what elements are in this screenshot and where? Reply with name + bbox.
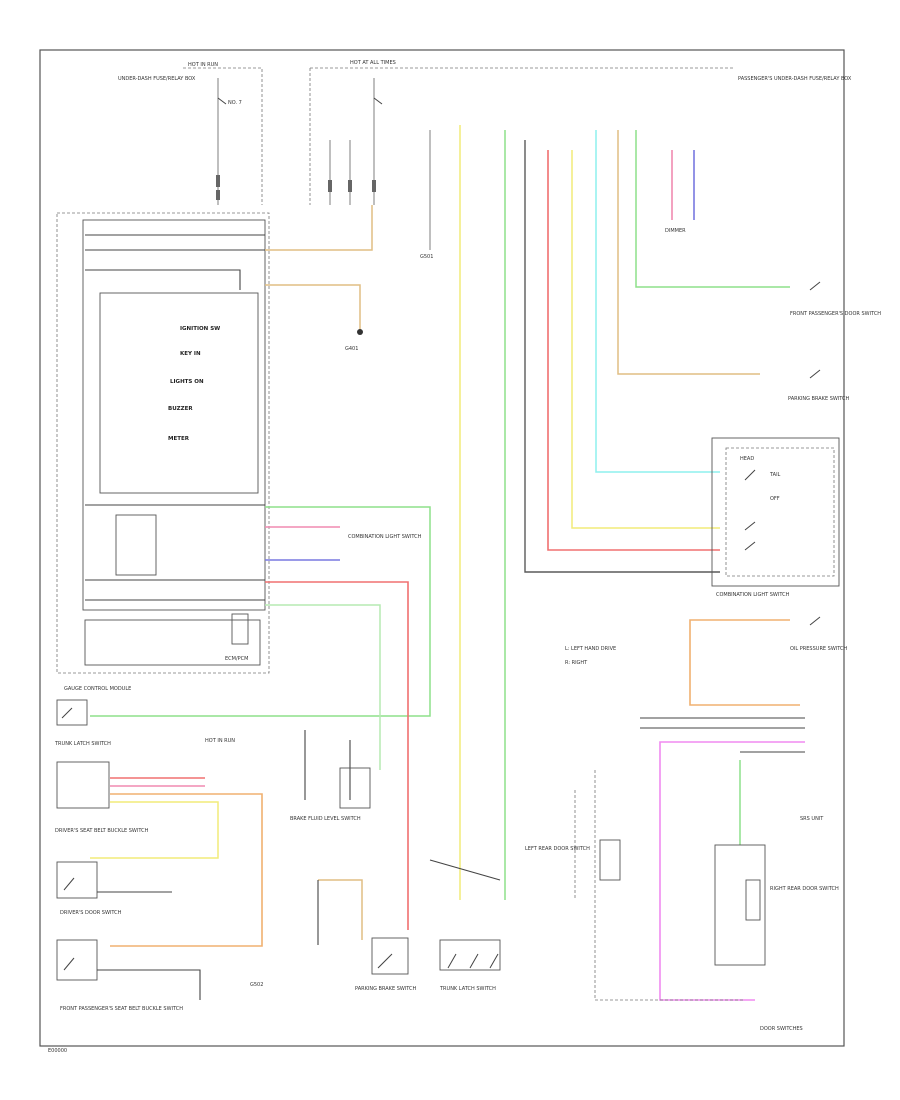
parking-brake-label: PARKING BRAKE SWITCH — [788, 396, 850, 402]
passenger-fuse-label: PASSENGER'S UNDER-DASH FUSE/RELAY BOX — [738, 76, 852, 82]
dimmer-label: DIMMER — [665, 228, 686, 234]
connector — [372, 180, 376, 192]
driver-display-label: DRIVER'S DOOR SWITCH — [60, 910, 122, 916]
right-rear-label: RIGHT REAR DOOR SWITCH — [770, 886, 839, 892]
footer-code: E00000 — [48, 1048, 67, 1054]
legend-l1: L: LEFT HAND DRIVE — [565, 646, 616, 652]
top-center-fuse-section: HOT AT ALL TIMES PASSENGER'S UNDER-DASH … — [309, 60, 852, 205]
tail-label: TAIL — [769, 472, 781, 478]
g502-label: G502 — [250, 982, 263, 988]
srs-label: SRS UNIT — [800, 816, 824, 822]
parking-brake-lower-label: PARKING BRAKE SWITCH — [355, 986, 417, 992]
door-switches-label: DOOR SWITCHES — [760, 1026, 803, 1032]
ground-point — [357, 329, 363, 335]
meter-label: METER — [168, 436, 190, 442]
hot-label-1: HOT IN RUN — [188, 62, 218, 68]
off-label: OFF — [770, 496, 780, 502]
diagram-frame — [39, 49, 845, 1047]
connector — [216, 190, 220, 200]
connector — [348, 180, 352, 192]
hot-label-3: HOT IN RUN — [205, 738, 235, 744]
brake-fluid-label: BRAKE FLUID LEVEL SWITCH — [290, 816, 361, 822]
seat-belt-buckle-label: FRONT PASSENGER'S SEAT BELT BUCKLE SWITC… — [60, 1006, 183, 1012]
combination-switch-label: COMBINATION LIGHT SWITCH — [716, 592, 790, 598]
ecm-label: ECM/PCM — [225, 656, 248, 662]
driver-belt-label: DRIVER'S SEAT BELT BUCKLE SWITCH — [55, 828, 149, 834]
trunk-latch-label: TRUNK LATCH SWITCH — [54, 741, 111, 747]
oil-pressure-label: OIL PRESSURE SWITCH — [790, 646, 848, 652]
top-left-fuse-section: HOT IN RUN UNDER-DASH FUSE/RELAY BOX NO.… — [118, 62, 263, 205]
meter-ground-label: G501 — [420, 254, 433, 260]
combination-light-switch: HEAD TAIL OFF COMBINATION LIGHT SWITCH — [711, 437, 840, 598]
g401-label: G401 — [345, 346, 358, 352]
legend-l2: R: RIGHT — [565, 660, 588, 666]
head-label: HEAD — [740, 456, 754, 462]
key-in-label: KEY IN — [180, 351, 201, 357]
oil-pressure-lower-label: TRUNK LATCH SWITCH — [439, 986, 496, 992]
lights-on-label: LIGHTS ON — [170, 379, 204, 385]
left-rear-label: LEFT REAR DOOR SWITCH — [525, 846, 590, 852]
parking-brake-switch-block — [56, 699, 88, 726]
buzzer-label: BUZZER — [168, 406, 193, 412]
gauge-module-label: GAUGE CONTROL MODULE — [64, 686, 131, 692]
gauge-control-module: GAUGE CONTROL MODULE IGNITION SW KEY IN … — [56, 212, 270, 692]
ignition-label: IGNITION SW — [180, 326, 220, 332]
hot-label-2: HOT AT ALL TIMES — [350, 60, 396, 66]
combination-label: COMBINATION LIGHT SWITCH — [348, 534, 422, 540]
passenger-door-switch-label: FRONT PASSENGER'S DOOR SWITCH — [790, 311, 881, 317]
connector — [216, 175, 220, 187]
connector — [328, 180, 332, 192]
under-dash-fuse-label: UNDER-DASH FUSE/RELAY BOX — [118, 76, 196, 82]
fuse-label-1: NO. 7 — [228, 100, 242, 106]
